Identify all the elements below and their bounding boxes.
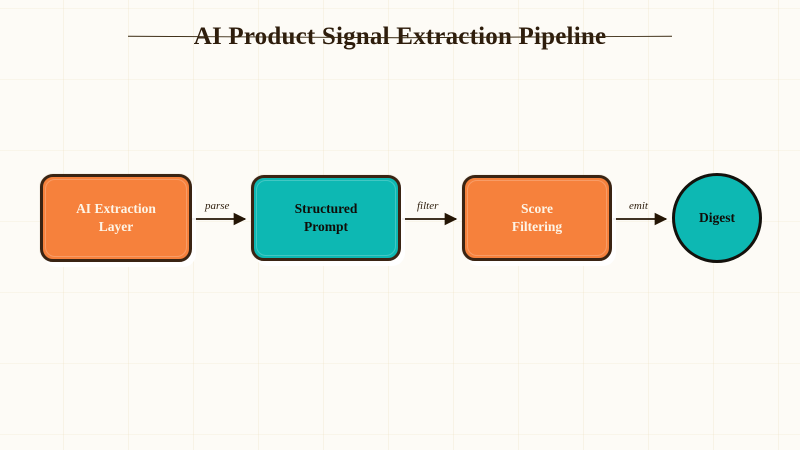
edge-label-filter: filter xyxy=(417,200,439,212)
node-scoring-line1: Score xyxy=(521,201,553,216)
node-extraction-label: AI Extraction Layer xyxy=(70,200,162,236)
node-scoring[interactable]: Score Filtering xyxy=(462,175,612,261)
node-extraction-line1: AI Extraction xyxy=(76,201,156,216)
node-scoring-line2: Filtering xyxy=(511,219,563,234)
title-underline xyxy=(128,35,672,39)
node-scoring-label: Score Filtering xyxy=(506,200,568,236)
node-extraction[interactable]: AI Extraction Layer xyxy=(40,174,192,262)
page-title: AI Product Signal Extraction Pipeline xyxy=(193,23,607,50)
node-prompt[interactable]: Structured Prompt xyxy=(251,175,401,261)
node-prompt-label: Structured Prompt xyxy=(289,200,364,236)
node-prompt-line2: Prompt xyxy=(304,219,348,234)
title-block: AI Product Signal Extraction Pipeline xyxy=(0,22,800,52)
node-extraction-line2: Layer xyxy=(98,219,134,234)
edge-label-parse: parse xyxy=(205,200,230,212)
edge-label-emit: emit xyxy=(629,200,648,212)
node-prompt-line1: Structured xyxy=(294,201,358,216)
node-digest[interactable]: Digest xyxy=(672,173,762,263)
node-digest-label: Digest xyxy=(699,210,735,225)
